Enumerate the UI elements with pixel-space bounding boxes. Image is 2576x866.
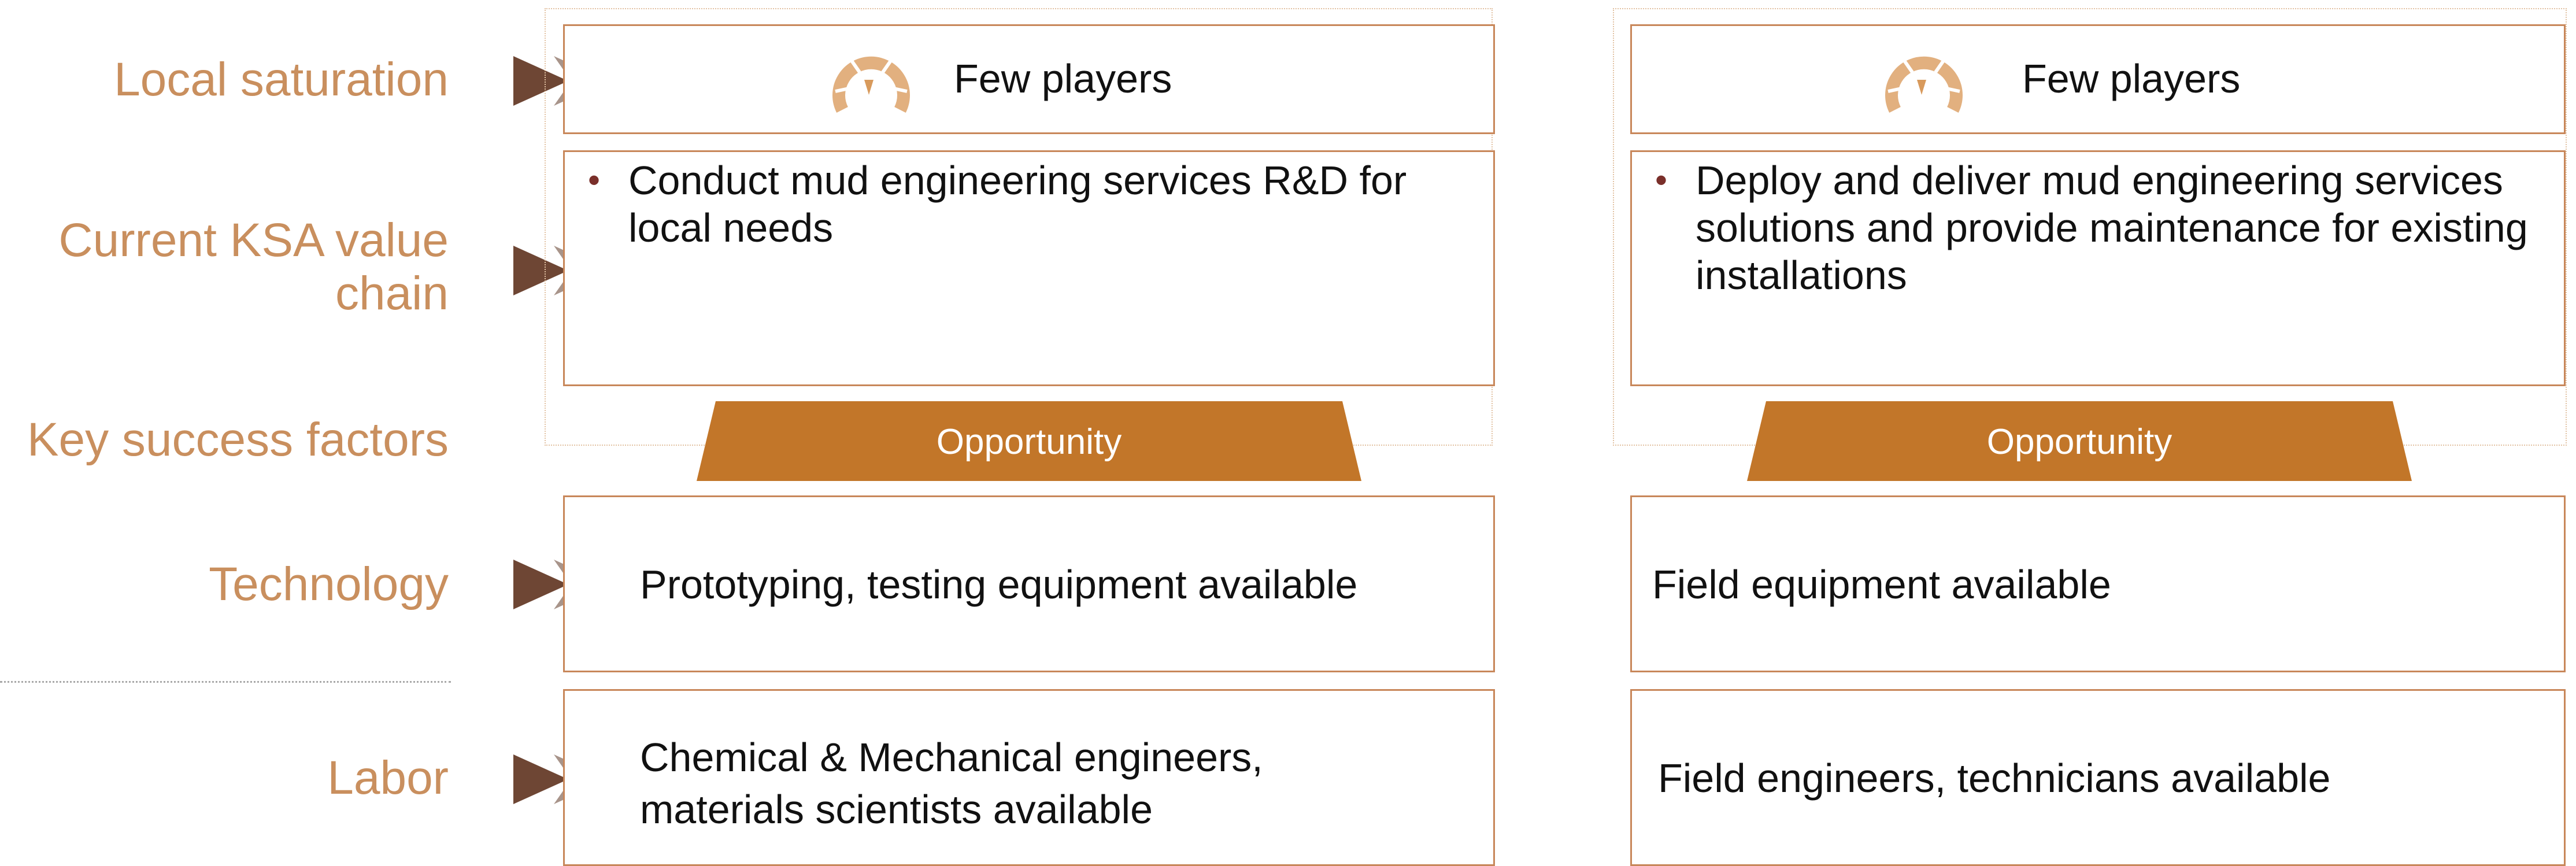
column-2-saturation-box: Few players bbox=[1630, 24, 2566, 134]
column-2-value-chain-text: Deploy and deliver mud engineering servi… bbox=[1696, 158, 2528, 298]
column-2-labor-box: Field engineers, technicians available bbox=[1630, 689, 2566, 866]
column-2-technology-text: Field equipment available bbox=[1652, 562, 2111, 607]
column-1-value-chain-text: Conduct mud engineering services R&D for… bbox=[628, 158, 1407, 250]
column-1-technology-box: Prototyping, testing equipment available bbox=[563, 495, 1495, 672]
column-2-opportunity-label: Opportunity bbox=[1986, 422, 2172, 462]
column-2-technology-box: Field equipment available bbox=[1630, 495, 2566, 672]
bullet-icon: • bbox=[588, 161, 601, 199]
column-1-saturation-box: Few players bbox=[563, 24, 1495, 134]
column-2-value-chain-box: • Deploy and deliver mud engineering ser… bbox=[1630, 150, 2566, 386]
column-2-opportunity-banner: Opportunity bbox=[1747, 401, 2412, 481]
column-1-opportunity-banner: Opportunity bbox=[697, 401, 1361, 481]
column-1-value-chain-bullet: • Conduct mud engineering services R&D f… bbox=[588, 157, 1478, 251]
opportunity-trapezoid bbox=[1747, 401, 2412, 481]
column-2-saturation-label: Few players bbox=[2022, 56, 2241, 101]
row-label-labor: Labor bbox=[327, 752, 449, 804]
gauge-icon bbox=[1885, 56, 1963, 113]
gauge-icon bbox=[832, 56, 910, 113]
row-label-current-ksa-value-chain: Current KSA value chain bbox=[58, 214, 449, 320]
row-label-technology: Technology bbox=[209, 558, 449, 610]
column-1-opportunity-label: Opportunity bbox=[936, 422, 1122, 462]
column-1-value-chain-box: • Conduct mud engineering services R&D f… bbox=[563, 150, 1495, 386]
column-1-labor-box: Chemical & Mechanical engineers, materia… bbox=[563, 689, 1495, 866]
column-2-value-chain-bullet: • Deploy and deliver mud engineering ser… bbox=[1655, 157, 2557, 299]
column-1-saturation-label: Few players bbox=[954, 56, 1172, 101]
row-label-local-saturation: Local saturation bbox=[114, 53, 449, 106]
column-1-labor-text: Chemical & Mechanical engineers, materia… bbox=[640, 735, 1263, 832]
bullet-icon: • bbox=[1655, 161, 1668, 199]
row-label-key-success-factors: Key success factors bbox=[27, 413, 449, 466]
row-separator bbox=[0, 681, 451, 683]
column-1-technology-text: Prototyping, testing equipment available bbox=[640, 562, 1358, 607]
opportunity-trapezoid bbox=[697, 401, 1361, 481]
column-2-labor-text: Field engineers, technicians available bbox=[1658, 756, 2331, 801]
